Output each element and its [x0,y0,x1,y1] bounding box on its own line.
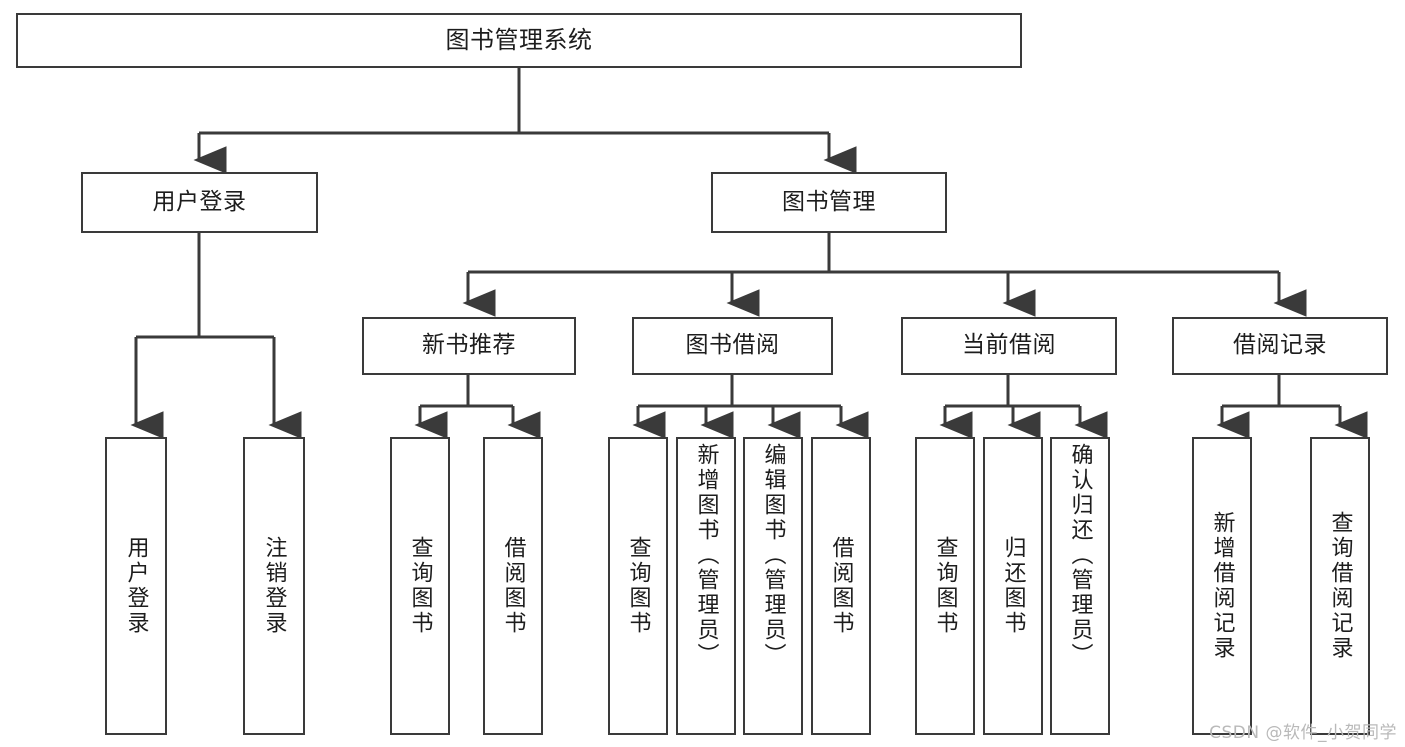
node-label: 新书推荐 [422,332,516,359]
leaf-confirm-return-admin[interactable]: 确认归还（管理员） [1050,437,1110,735]
node-label: 注销登录 [261,536,287,636]
node-book-management[interactable]: 图书管理 [711,172,947,233]
leaf-logout[interactable]: 注销登录 [243,437,305,735]
node-new-book-recommend[interactable]: 新书推荐 [362,317,576,375]
node-label: 当前借阅 [962,332,1056,359]
leaf-query-borrow-record[interactable]: 查询借阅记录 [1310,437,1370,735]
node-label: 新增借阅记录 [1209,511,1235,661]
leaf-user-login[interactable]: 用户登录 [105,437,167,735]
node-borrow-record[interactable]: 借阅记录 [1172,317,1388,375]
node-book-borrow[interactable]: 图书借阅 [632,317,833,375]
leaf-return-book[interactable]: 归还图书 [983,437,1043,735]
node-label: 查询图书 [932,536,958,636]
node-user-login[interactable]: 用户登录 [81,172,318,233]
node-label: 编辑图书（管理员） [760,443,786,668]
node-label: 图书借阅 [685,332,780,359]
leaf-edit-book-admin[interactable]: 编辑图书（管理员） [743,437,803,735]
leaf-query-book-recommend[interactable]: 查询图书 [390,437,450,735]
node-book-management-system[interactable]: 图书管理系统 [16,13,1022,68]
node-label: 图书管理 [782,188,876,215]
node-label: 归还图书 [1000,536,1026,636]
node-label: 查询图书 [407,536,433,636]
node-label: 新增图书（管理员） [693,443,719,668]
node-label: 借阅图书 [500,536,526,636]
node-label: 图书管理系统 [445,26,593,55]
node-label: 用户登录 [123,536,149,636]
node-label: 查询图书 [625,536,651,636]
leaf-borrow-book[interactable]: 借阅图书 [811,437,871,735]
leaf-query-book-borrow[interactable]: 查询图书 [608,437,668,735]
leaf-add-borrow-record[interactable]: 新增借阅记录 [1192,437,1252,735]
node-label: 借阅图书 [828,536,854,636]
node-label: 用户登录 [152,188,247,215]
csdn-watermark: CSDN @软件_小贺同学 [1209,723,1397,743]
node-label: 确认归还（管理员） [1067,443,1093,668]
node-label: 借阅记录 [1233,332,1327,359]
node-current-borrow[interactable]: 当前借阅 [901,317,1117,375]
leaf-borrow-book-recommend[interactable]: 借阅图书 [483,437,543,735]
leaf-query-book-current[interactable]: 查询图书 [915,437,975,735]
leaf-add-book-admin[interactable]: 新增图书（管理员） [676,437,736,735]
node-label: 查询借阅记录 [1327,511,1353,661]
